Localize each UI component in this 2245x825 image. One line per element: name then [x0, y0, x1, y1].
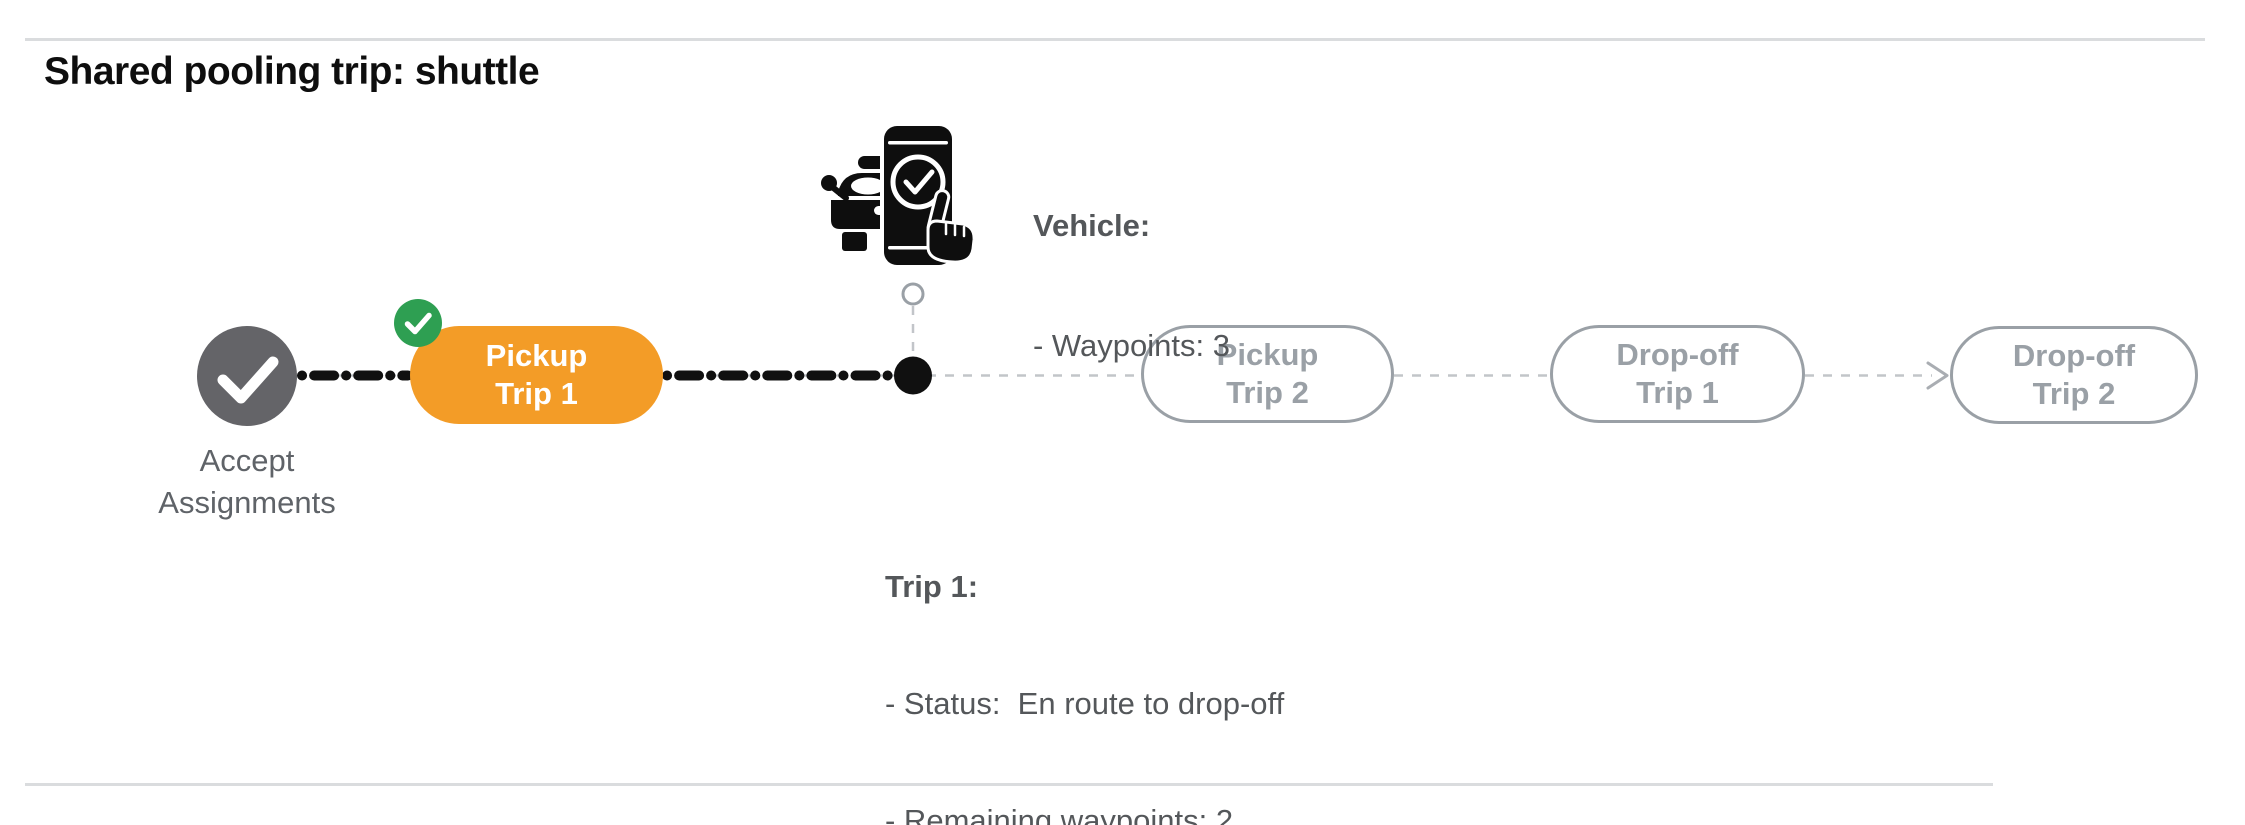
car-phone-check-icon — [821, 122, 976, 269]
trip-1-waypoints-line: - Remaining waypoints: 2 — [885, 803, 1234, 825]
accept-assignments-label: Accept Assignments — [158, 443, 336, 520]
node-pickup-trip-1: Pickup Trip 1 — [410, 326, 663, 424]
node-accept-assignments — [197, 326, 297, 426]
vehicle-leader-dot — [901, 282, 925, 306]
trip-1-status-line: - Status: En route to drop-off — [885, 686, 1285, 721]
trip-1-heading: Trip 1: — [885, 569, 979, 604]
check-icon — [404, 312, 432, 335]
node-pickup-trip-2: Pickup Trip 2 — [1141, 325, 1394, 423]
current-position-dot — [894, 356, 932, 395]
check-icon — [217, 356, 279, 404]
bottom-divider — [25, 783, 1993, 786]
node-drop-off-trip-2: Drop-off Trip 2 — [1950, 326, 2198, 424]
arrowhead-icon — [1926, 361, 1949, 390]
vehicle-info-panel: Vehicle: - Waypoints: 3 — [1033, 126, 1593, 446]
vehicle-waypoints-line: - Waypoints: 3 — [1033, 328, 1230, 363]
completed-badge — [394, 299, 442, 347]
top-divider — [25, 38, 2205, 41]
trip-status-panel: Trip 1: - Status: En route to drop-off -… — [885, 489, 1645, 825]
vehicle-heading: Vehicle: — [1033, 208, 1151, 243]
node-drop-off-trip-1: Drop-off Trip 1 — [1550, 325, 1805, 423]
page-title: Shared pooling trip: shuttle — [44, 50, 540, 93]
